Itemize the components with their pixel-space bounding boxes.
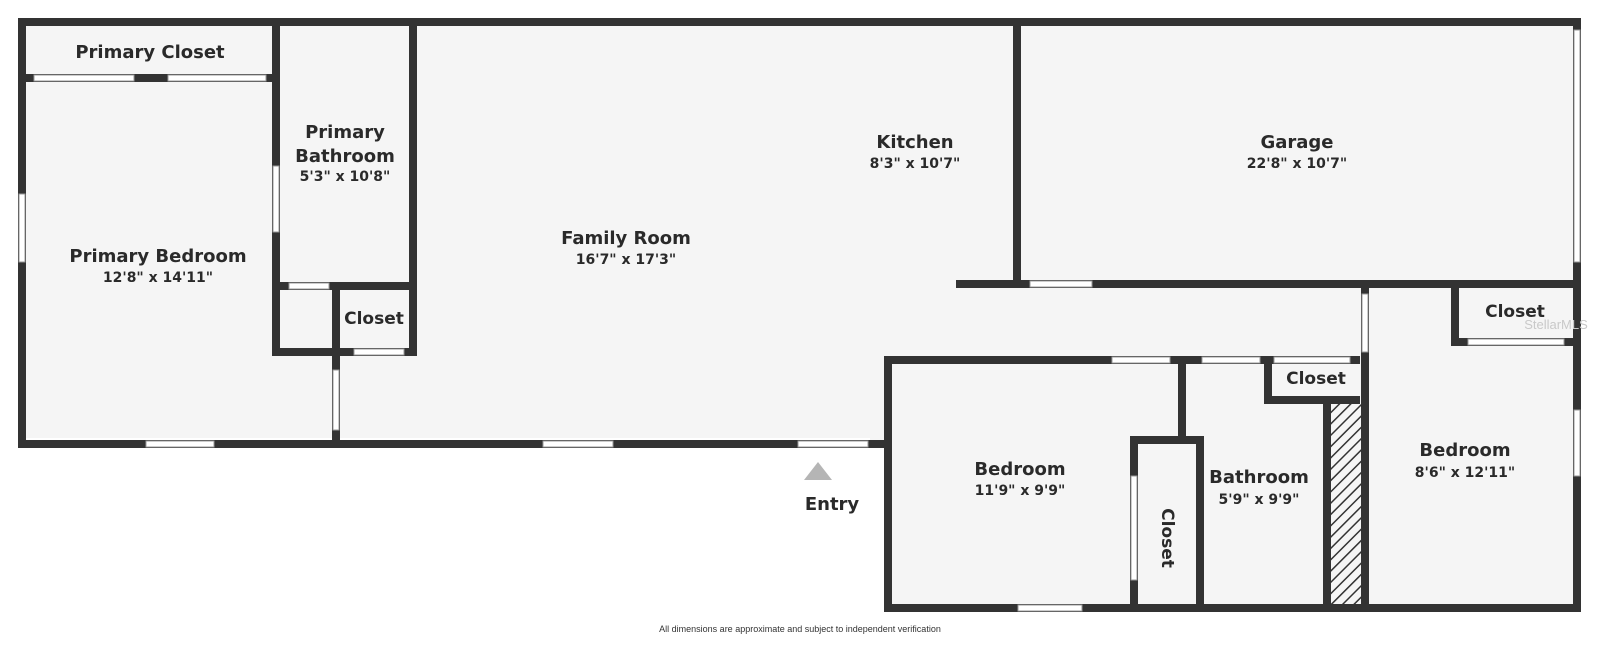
door-primary-bath-lower [288, 282, 330, 290]
watermark: StellarMLS [1524, 317, 1588, 332]
bedroom-a-dims: 11'9" x 9'9" [975, 483, 1066, 499]
window-family-room-south [542, 440, 614, 448]
window-garage-east [1573, 29, 1581, 263]
kitchen-label: Kitchen [876, 132, 953, 153]
door-garage [1029, 280, 1093, 288]
closet-c-label: Closet [1286, 369, 1346, 389]
door-hall-bedroom-b [1361, 293, 1369, 353]
window-primary-closet-right [167, 74, 267, 82]
entry-marker-icon [804, 462, 832, 480]
door-closet-b [1467, 338, 1565, 346]
bathroom-dims: 5'9" x 9'9" [1219, 492, 1300, 508]
dimensions-disclaimer: All dimensions are approximate and subje… [659, 624, 941, 634]
window-primary-bedroom-west [18, 193, 26, 263]
window-primary-bedroom-south [145, 440, 215, 448]
door-primary-bathroom [272, 165, 280, 233]
garage-label: Garage [1260, 132, 1333, 153]
hatched-chase [1331, 404, 1361, 604]
primary-bathroom-dims: 5'3" x 10'8" [300, 169, 391, 185]
bedroom-b-label: Bedroom [1419, 440, 1510, 461]
window-bedroom-b-east [1573, 409, 1581, 477]
openings [18, 29, 1581, 612]
floor-main-wing [22, 22, 1023, 438]
bathroom-label: Bathroom [1209, 467, 1309, 488]
bedroom-a-label: Bedroom [974, 459, 1065, 480]
entry-door [797, 440, 869, 448]
entry-label: Entry [805, 494, 860, 515]
door-closet-c [1273, 356, 1351, 364]
primary-closet-label: Primary Closet [75, 42, 225, 63]
floor-areas [22, 22, 1573, 604]
door-primary-bedroom-hall [332, 369, 340, 431]
closet-d-label: Closet [1157, 508, 1177, 568]
kitchen-dims: 8'3" x 10'7" [870, 156, 961, 172]
door-bedroom-a [1111, 356, 1171, 364]
garage-dims: 22'8" x 10'7" [1247, 156, 1347, 172]
family-room-label: Family Room [561, 228, 691, 249]
primary-bedroom-dims: 12'8" x 14'11" [103, 270, 213, 286]
floor-garage [1023, 22, 1573, 284]
room-labels: Primary Closet Primary Bathroom 5'3" x 1… [69, 42, 1588, 568]
bedroom-b-dims: 8'6" x 12'11" [1415, 465, 1515, 481]
door-bathroom [1201, 356, 1261, 364]
door-closet-d [1130, 475, 1138, 581]
closet-a-label: Closet [344, 309, 404, 329]
floor-bedroom-wing [888, 360, 1573, 604]
closet-b-label: Closet [1485, 302, 1545, 322]
primary-bathroom-label-line2: Bathroom [295, 146, 395, 167]
primary-bedroom-label: Primary Bedroom [69, 246, 246, 267]
door-closet-a [353, 348, 405, 356]
window-primary-closet-left [33, 74, 135, 82]
window-bedroom-a-south [1017, 604, 1083, 612]
primary-bathroom-label-line1: Primary [305, 122, 385, 143]
family-room-dims: 16'7" x 17'3" [576, 252, 676, 268]
